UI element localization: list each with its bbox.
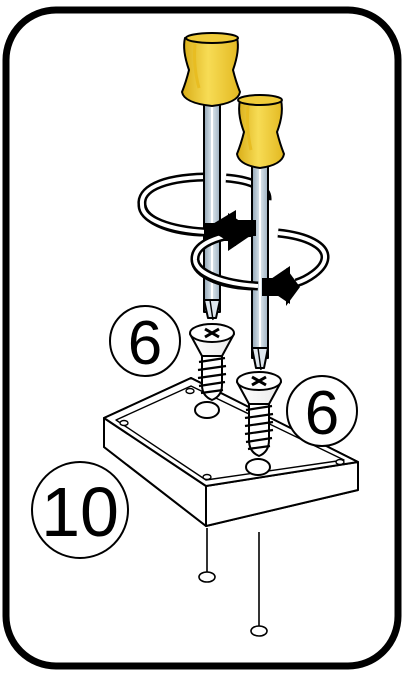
lid-hole-right	[246, 459, 270, 475]
screw-hole-icon	[251, 626, 267, 636]
quantity-label-left: 6	[128, 309, 162, 378]
step-number-badge: 10	[32, 462, 128, 558]
quantity-badge-left: 6	[110, 306, 180, 378]
lid-hole-left	[195, 402, 219, 418]
screw-hole-icon	[199, 572, 215, 582]
quantity-label-right: 6	[305, 379, 339, 448]
step-number: 10	[41, 473, 119, 551]
quantity-badge-right: 6	[287, 376, 357, 448]
